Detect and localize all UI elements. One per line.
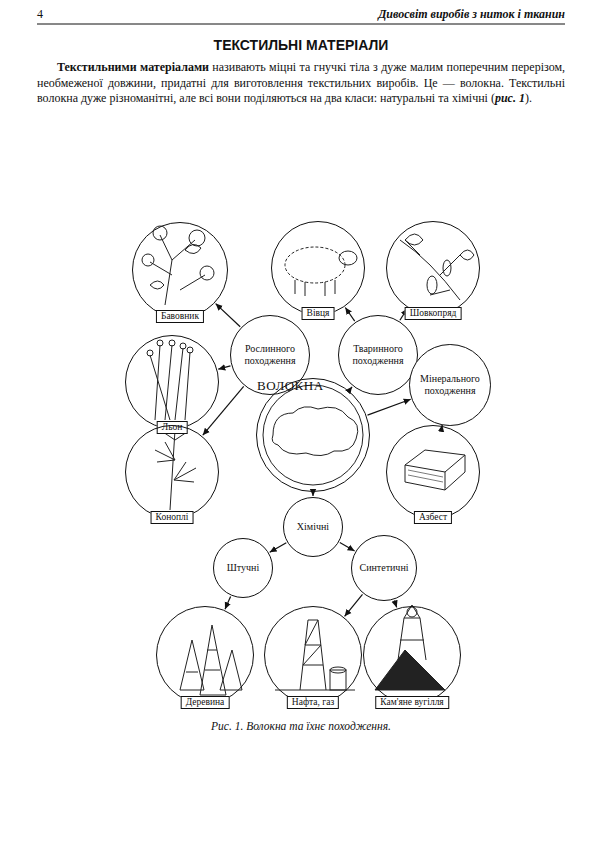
path-stroke (180, 625, 242, 695)
circle-stroke (189, 230, 205, 246)
term-bold: Текстильними матеріалами (57, 60, 209, 74)
page-number: 4 (37, 7, 43, 22)
arrow-connector (394, 600, 396, 607)
path-stroke (405, 234, 474, 260)
picture-label: Шовкопряд (405, 307, 462, 320)
picture-circle: Льон (125, 335, 219, 429)
arrow-connector (270, 543, 287, 553)
intro-paragraph: Текстильними матеріаламиназивають міцні … (37, 60, 565, 107)
arrow-connector (218, 366, 230, 369)
picture-circle: Вівця (271, 221, 365, 315)
category-circle: Тваринного походження (338, 315, 418, 395)
arrow-connector (345, 594, 363, 616)
picture-label: Бавовник (156, 310, 204, 323)
ellipse-stroke (339, 251, 357, 265)
path-stroke (405, 450, 465, 490)
node-label: Мінерального походження (414, 373, 485, 396)
g-stroke (142, 226, 474, 695)
path-stroke (375, 650, 445, 690)
circle-stroke (142, 254, 154, 266)
node-label: Тваринного походження (343, 343, 413, 366)
page-title: ТЕКСТИЛЬНІ МАТЕРІАЛИ (37, 37, 565, 53)
picture-label: Кам'яне вугілля (375, 696, 449, 709)
path-stroke (155, 430, 196, 510)
picture-circle: Деревина (156, 606, 254, 704)
node-label: ВОЛОКНА (257, 379, 357, 394)
picture-label: Деревина (181, 696, 230, 709)
arrow-connector (203, 386, 244, 435)
arrow-connector (368, 399, 411, 415)
circle-stroke (200, 266, 214, 280)
picture-circle: Коноплі (125, 425, 219, 519)
circle-stroke (169, 340, 175, 346)
circle-stroke (153, 226, 167, 240)
picture-circle: Кам'яне вугілля (363, 606, 461, 704)
running-head: Дивосвіт виробів з ниток і тканин (200, 7, 565, 22)
line-stroke (37, 24, 565, 25)
node-label: Хімічні (297, 521, 329, 533)
cotton-drawing (142, 226, 214, 305)
fibre-cloud (263, 385, 363, 485)
oil-rig-drawing (275, 620, 355, 690)
circle-stroke (147, 350, 153, 356)
ellipse-stroke (285, 247, 345, 283)
arrow-connector (350, 387, 353, 390)
ellipse-stroke (330, 667, 346, 673)
picture-circle: Нафта, газ (264, 606, 362, 704)
arrow-connector (312, 493, 313, 496)
circle-stroke (187, 347, 193, 353)
arrow-connector (216, 304, 241, 327)
paragraph-text: ). (525, 91, 532, 105)
picture-label: Льон (157, 421, 188, 434)
node-label: Штучні (227, 562, 260, 574)
circle-stroke (157, 340, 163, 346)
node-label: Синтетичні (359, 562, 408, 574)
path-stroke (400, 240, 460, 300)
path-stroke (275, 690, 355, 691)
category-circle: Штучні (213, 538, 273, 598)
path-stroke (272, 407, 358, 456)
arrow-connector (345, 308, 354, 322)
path-stroke (300, 620, 326, 690)
hemp-drawing (155, 430, 196, 510)
picture-circle: Азбест (386, 425, 480, 519)
ellipse-stroke (427, 276, 437, 294)
path-stroke (408, 470, 443, 482)
picture-label: Коноплі (151, 511, 194, 524)
figure-caption: Рис. 1. Волокна та їхнє походження. (37, 720, 565, 732)
category-circle: Синтетичні (351, 535, 417, 601)
circle-stroke (407, 607, 417, 617)
silkworm-drawing (400, 234, 474, 300)
arrow-connector (225, 596, 231, 609)
path-stroke (150, 345, 190, 420)
central-circle: ВОЛОКНА (256, 378, 370, 492)
picture-label: Вівця (302, 307, 335, 320)
picture-circle: Бавовник (132, 222, 228, 318)
arrow-connector (340, 543, 355, 552)
path-stroke (398, 605, 426, 660)
picture-circle: Шовкопряд (386, 221, 480, 315)
trees-drawing (180, 625, 242, 695)
asbestos-drawing (405, 450, 465, 490)
picture-label: Нафта, газ (287, 696, 339, 709)
coal-mine-drawing (375, 605, 445, 690)
figure-ref: рис. 1 (495, 91, 525, 105)
flax-drawing (147, 340, 193, 420)
path-stroke (150, 244, 201, 289)
category-circle: Хімічні (283, 497, 343, 557)
picture-label: Азбест (414, 511, 452, 524)
ellipse-stroke (443, 260, 451, 276)
circle-stroke (180, 343, 186, 349)
circle-stroke (263, 385, 363, 485)
category-circle: Мінерального походження (409, 344, 491, 426)
sheep-drawing (285, 247, 357, 296)
node-label: Рослинного походження (235, 343, 305, 366)
path-stroke (295, 280, 335, 296)
path-stroke (150, 235, 205, 305)
